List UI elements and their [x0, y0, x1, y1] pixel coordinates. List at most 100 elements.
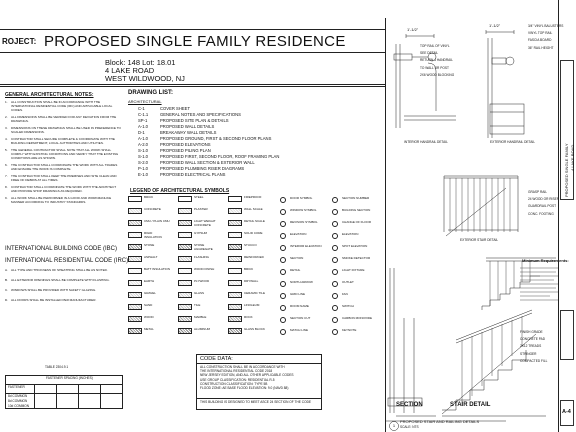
- legend-symbol-icon: [280, 281, 286, 287]
- exterior-stair-label: EXTERIOR STAIR DETAIL: [460, 238, 499, 242]
- section-label: SECTION: [396, 402, 423, 408]
- note-number: 9.: [5, 196, 8, 200]
- legend-label: CONCRETE: [144, 208, 161, 211]
- note-text: ALL CONSTRUCTION SHALL BE IN ACCORDANCE …: [11, 100, 113, 112]
- sheet-name: PROPOSED SITE PLAN & DETAILS: [160, 118, 229, 123]
- interior-handrail-label: INTERIOR HANDRAIL DETAIL: [404, 140, 448, 144]
- legend-label: BRICK: [144, 196, 154, 199]
- legend-label: GRAVEL: [144, 292, 156, 295]
- legend-label: CMU / PLAIN CMU: [144, 220, 170, 223]
- legend-label: STONE AGGREGATE: [194, 244, 213, 251]
- detail-note: FINISH GRADE: [520, 330, 543, 334]
- legend-symbol-icon: [280, 329, 286, 335]
- legend-label: STONE: [144, 244, 155, 247]
- code-item: B.ALL EXTERIOR OPENINGS SHALL BE COMPLET…: [5, 278, 123, 282]
- note-number: 5.: [5, 148, 8, 152]
- detail-note: GUARDRAIL POST: [528, 204, 557, 209]
- sheet-number: SP-1: [138, 118, 148, 123]
- legend-symbol-icon: [280, 221, 286, 227]
- titleblock-project: PROPOSED SINGLE FAMILY 4 LAKE ROAD: [560, 60, 575, 200]
- note-number: 1.: [5, 100, 8, 104]
- legend-symbol-icon: [280, 317, 286, 323]
- detail-note: GRASP RAIL: [528, 190, 548, 194]
- sheet-number: E-1.0: [138, 172, 149, 177]
- note-number: 4.: [5, 137, 8, 141]
- legend-swatch: [228, 280, 242, 286]
- legend-label: NORTH ARROW: [290, 281, 313, 284]
- legend-swatch: [128, 244, 142, 250]
- legend-label: WOOD: [144, 316, 154, 319]
- legend-swatch: [128, 256, 142, 262]
- note-item: 7.THE CONTRACTOR SHALL KEEP THE PREMISES…: [5, 174, 123, 182]
- sheet-number: C-1: [138, 106, 145, 111]
- legend-swatch: [128, 328, 142, 334]
- note-text: ALL DIMENSIONS SHALL BE VERIFIED FOR ANY…: [11, 115, 117, 123]
- legend-label: DOOR SYMBOL: [290, 197, 313, 200]
- table-row: 10d COMMON: [8, 404, 30, 408]
- legend-label: STUCCO: [244, 244, 257, 247]
- drawing-list-sub: ARCHITECTURAL: [128, 99, 162, 104]
- legend-label: WALL SCALE: [244, 208, 263, 211]
- legend-symbol-icon: [280, 245, 286, 251]
- sheet-number: S-1.0: [138, 148, 149, 153]
- note-item: 5.THE GENERAL CONTRACTOR SHALL NOTE THAT…: [5, 148, 123, 160]
- table-col-header: FASTENER: [8, 385, 25, 389]
- sheet-name: PROPOSED PLUMBING RISER DIAGRAMS: [160, 166, 245, 171]
- detail-note: SEE DETAIL: [420, 51, 439, 56]
- block-lot: Block: 148 Lot: 18.01: [105, 58, 176, 67]
- legend-swatch: [178, 280, 192, 286]
- note-text: DIMENSIONS ON THESE DRAWINGS SHALL BE US…: [11, 126, 121, 134]
- legend-swatch: [128, 196, 142, 202]
- code-data-line: THE INTERNATIONAL RESIDENTIAL CODE 2018: [200, 369, 273, 374]
- note-text: THE GENERAL CONTRACTOR SHALL NOTE THAT A…: [11, 148, 119, 160]
- note-text: ALL WORK SHALL BE PERFORMED IN A GOOD AN…: [11, 196, 112, 204]
- table-row: 8d COMMON: [8, 399, 28, 403]
- code-item: C.WINDOWS SHALL BE PROVIDED WITH SAFETY …: [5, 288, 123, 292]
- legend-swatch: [178, 268, 192, 274]
- code-data-note: THIS BUILDING IS DESIGNED TO MEET ASCE 2…: [200, 400, 311, 404]
- legend-label: CARBON MONOXIDE: [342, 317, 373, 320]
- code-data-box: CODE DATA: ALL CONSTRUCTION SHALL BE IN …: [196, 354, 322, 410]
- code-item: A.ALL TYPE AND THICKNESS OF SHEATHING SH…: [5, 268, 123, 272]
- dimension-label: 1'-1/2": [489, 24, 501, 28]
- table-subheading: FASTENER SPACING (INCHES): [46, 376, 93, 380]
- legend-symbol-icon: [280, 269, 286, 275]
- legend-label: GRID LINE: [290, 293, 306, 296]
- sheet-number: A-2.0: [138, 142, 149, 147]
- legend-swatch: [128, 208, 142, 214]
- detail-note: VINYL TOP RAIL: [528, 31, 553, 36]
- legend-label: SECTION: [290, 257, 304, 260]
- exterior-handrail-label: EXTERIOR HANDRAIL DETAIL: [490, 140, 535, 144]
- code-item: D.ALL DOORS SHALL BE INSTALLED PER MANUF…: [5, 298, 123, 302]
- legend-label: SECTION NUMBER: [342, 197, 370, 200]
- divider: [0, 29, 385, 30]
- legend-swatch: [178, 232, 192, 238]
- code-text: ALL EXTERIOR OPENINGS SHALL BE COMPLETE …: [11, 278, 110, 282]
- sheet-name: PROPOSED GROUND, FIRST & SECOND FLOOR PL…: [160, 136, 272, 141]
- note-item: 6.THE CONTRACTOR SHALL COORDINATE THE WO…: [5, 163, 123, 171]
- sheet-number: A-1.0: [138, 124, 149, 129]
- legend-label: ELEVATION: [290, 233, 307, 236]
- code-text: ALL TYPE AND THICKNESS OF SHEATHING SHAL…: [11, 268, 108, 272]
- legend-label: SMOKE DETECTOR: [342, 257, 371, 260]
- note-text: THE CONTRACTOR SHALL COORDINATE THE WORK…: [11, 163, 118, 171]
- legend-heading: LEGEND OF ARCHITECTURAL SYMBOLS: [130, 188, 230, 194]
- note-number: 7.: [5, 174, 8, 178]
- titleblock-stamp: [560, 310, 574, 360]
- legend-label: ROCK: [244, 316, 253, 319]
- legend-symbol-icon: [332, 317, 338, 323]
- legend-label: ALUMINUM: [194, 328, 211, 331]
- legend-label: CHANGE OF FLOOR: [342, 221, 372, 224]
- legend-swatch: [228, 208, 242, 214]
- legend-label: GLASS: [194, 292, 205, 295]
- general-notes-heading: GENERAL ARCHITECTURAL NOTES:: [5, 92, 94, 98]
- min-requirements-heading: Minimum Requirements:: [522, 258, 569, 263]
